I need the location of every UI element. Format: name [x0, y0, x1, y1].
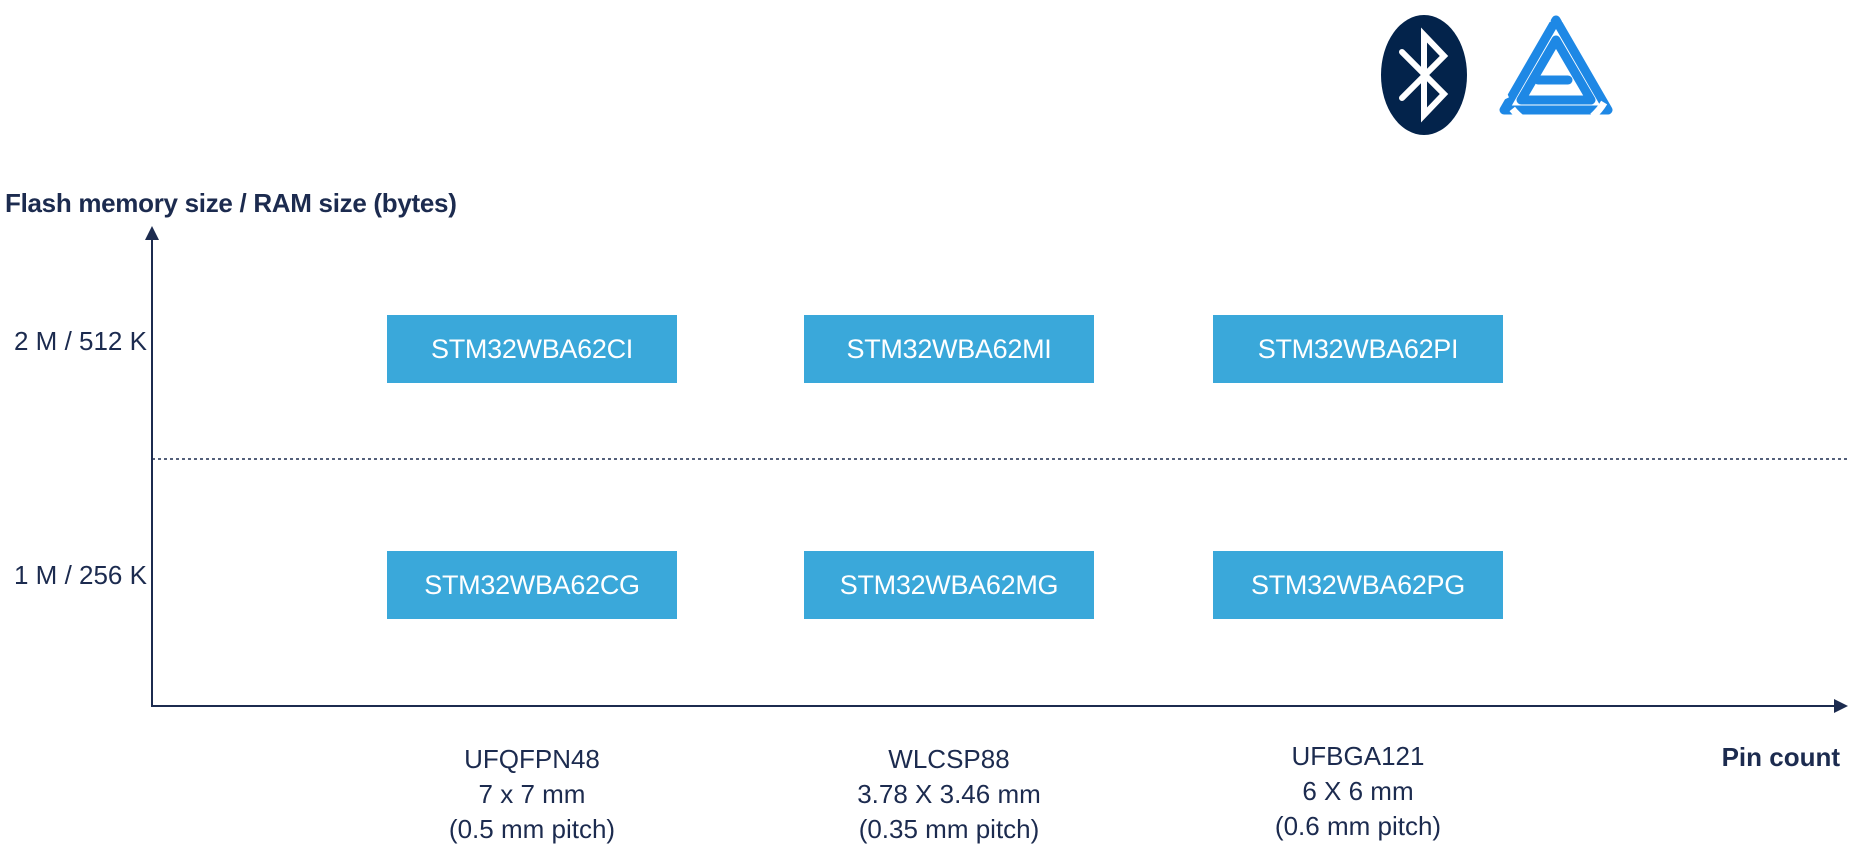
- package-size: 3.78 X 3.46 mm: [857, 779, 1041, 809]
- package-pitch: (0.5 mm pitch): [448, 814, 616, 844]
- package-pitch: (0.35 mm pitch): [858, 814, 1040, 844]
- row-label-1m: 1 M / 256 K: [14, 560, 147, 590]
- package-label-ufqfpn48: UFQFPN48 7 x 7 mm (0.5 mm pitch): [387, 742, 677, 847]
- part-box: STM32WBA62PG: [1213, 551, 1503, 619]
- package-name: UFBGA121: [1291, 741, 1425, 771]
- part-box: STM32WBA62PI: [1213, 315, 1503, 383]
- part-box: STM32WBA62CG: [387, 551, 677, 619]
- thread-matter-icon: [1496, 14, 1616, 139]
- x-axis-title: Pin count: [1721, 742, 1840, 772]
- x-axis-arrow: [1834, 699, 1848, 713]
- y-axis-arrow: [145, 226, 159, 240]
- package-name: WLCSP88: [888, 744, 1010, 774]
- package-pitch: (0.6 mm pitch): [1274, 811, 1442, 841]
- package-label-ufbga121: UFBGA121 6 X 6 mm (0.6 mm pitch): [1213, 739, 1503, 844]
- part-box: STM32WBA62MG: [804, 551, 1094, 619]
- package-label-wlcsp88: WLCSP88 3.78 X 3.46 mm (0.35 mm pitch): [804, 742, 1094, 847]
- y-axis-title: Flash memory size / RAM size (bytes): [5, 188, 457, 218]
- package-name: UFQFPN48: [464, 744, 600, 774]
- package-size: 7 x 7 mm: [478, 779, 586, 809]
- part-box: STM32WBA62MI: [804, 315, 1094, 383]
- part-box: STM32WBA62CI: [387, 315, 677, 383]
- row-label-2m: 2 M / 512 K: [14, 326, 147, 356]
- bluetooth-icon: [1380, 14, 1468, 141]
- package-size: 6 X 6 mm: [1302, 776, 1414, 806]
